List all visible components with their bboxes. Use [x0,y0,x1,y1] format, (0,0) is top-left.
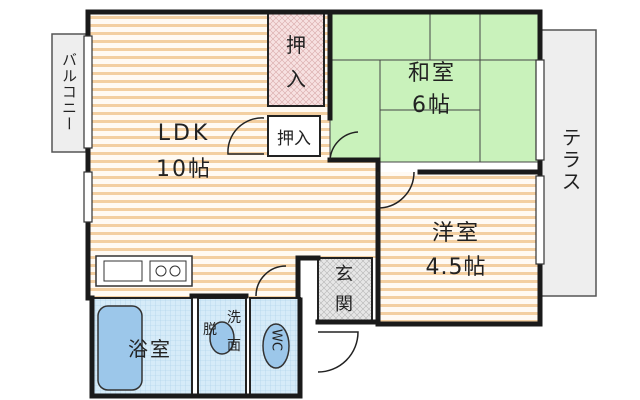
basin-icon [209,321,235,355]
washroom-label-c: 面 [227,338,241,354]
washroom-label-a: 洗 [227,310,241,326]
genkan-bottom: 関 [335,294,353,315]
stove-icon [149,260,187,282]
ldk-label: LDK [158,121,211,146]
terrace-label: テラス [558,127,582,193]
washitsu-size: 6帖 [412,93,452,118]
wc-label: WC [269,329,284,351]
doors [227,117,415,373]
oshiire-large-top: 押 [286,33,306,57]
kitchen-counter [95,255,193,287]
yoshitsu-size: 4.5帖 [426,255,487,280]
yoshitsu-floor [378,172,538,324]
windows [83,35,545,265]
terrace: テラス [539,29,597,297]
washitsu-label: 和室 [408,61,456,86]
oshiire-small-label: 押入 [277,129,311,149]
ldk-size: 10帖 [156,157,212,182]
oshiire-small [267,115,321,157]
oshiire-large [267,11,325,107]
sink-icon [103,260,143,282]
oshiire-large-bottom: 入 [286,67,306,91]
balcony: バルコニー [51,33,87,153]
washitsu-floor [329,11,541,163]
toilet-icon [262,323,290,369]
bathtub-icon [97,305,143,391]
yoshitsu-label: 洋室 [432,221,480,246]
bath-label: 浴室 [128,337,172,361]
genkan-top: 玄 [335,264,353,285]
washroom-label-b: 脱 [203,322,217,338]
balcony-label: バルコニー [60,52,78,132]
